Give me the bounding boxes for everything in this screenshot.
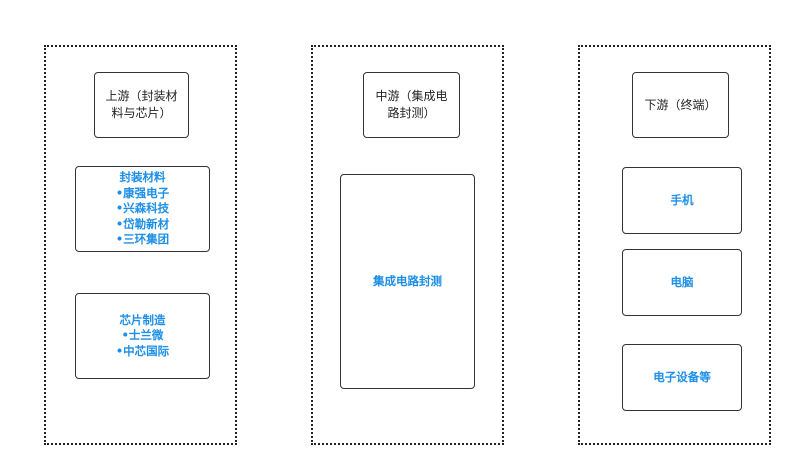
company-silan: •士兰微 bbox=[121, 328, 164, 343]
company-kangqiang: •康强电子 bbox=[115, 185, 170, 200]
phone-box: 手机 bbox=[622, 167, 742, 234]
upstream-heading: 上游（封装材料与芯片） bbox=[105, 89, 178, 120]
company-smic: •中芯国际 bbox=[115, 343, 170, 358]
midstream-heading: 中游（集成电路封测） bbox=[375, 89, 448, 120]
midstream-column bbox=[311, 45, 504, 445]
packaging-materials-box: 封装材料 •康强电子 •兴森科技 •岱勒新材 •三环集团 bbox=[75, 166, 210, 252]
company-daile: •岱勒新材 bbox=[115, 216, 170, 231]
upstream-heading-box: 上游（封装材料与芯片） bbox=[94, 72, 189, 138]
ic-packaging-testing-label: 集成电路封测 bbox=[373, 273, 442, 288]
downstream-heading-box: 下游（终端） bbox=[632, 72, 729, 138]
computer-box: 电脑 bbox=[622, 249, 742, 316]
electronic-devices-box: 电子设备等 bbox=[622, 344, 742, 411]
computer-label: 电脑 bbox=[670, 274, 694, 289]
chip-manufacturing-title: 芯片制造 bbox=[119, 312, 166, 327]
company-xingsen: •兴森科技 bbox=[115, 201, 170, 216]
company-sanhuan: •三环集团 bbox=[115, 232, 170, 247]
electronic-devices-label: 电子设备等 bbox=[653, 369, 711, 384]
packaging-materials-title: 封装材料 bbox=[119, 170, 166, 185]
downstream-heading: 下游（终端） bbox=[644, 97, 717, 112]
phone-label: 手机 bbox=[670, 192, 694, 207]
midstream-heading-box: 中游（集成电路封测） bbox=[363, 72, 460, 138]
downstream-column bbox=[578, 45, 771, 445]
ic-packaging-testing-box: 集成电路封测 bbox=[340, 174, 475, 389]
chip-manufacturing-box: 芯片制造 •士兰微 •中芯国际 bbox=[75, 293, 210, 379]
upstream-column bbox=[44, 45, 237, 445]
